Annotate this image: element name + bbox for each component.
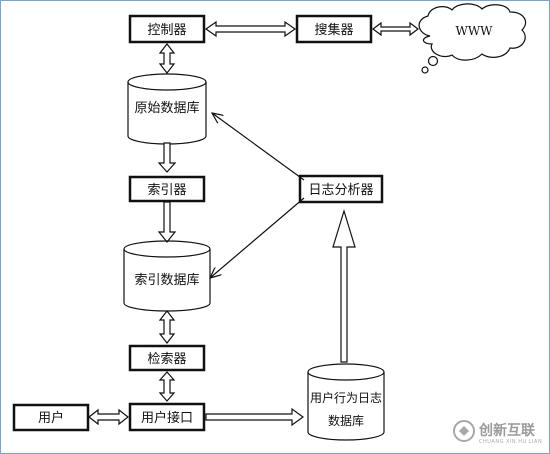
- log-analyzer-node: 日志分析器: [298, 174, 384, 204]
- watermark-logo: 创新互联 CHUANG XIN HU LIAN: [453, 420, 542, 445]
- retriever-node: 检索器: [128, 344, 206, 372]
- behavior-log-database-label-line1: 用户行为日志: [310, 390, 382, 405]
- user-node: 用户: [12, 403, 90, 432]
- loganalyzer-indexdb-arrow: [210, 197, 305, 278]
- user-interface-node: 用户接口: [128, 402, 206, 432]
- retriever-label: 检索器: [147, 352, 186, 367]
- behavior-log-database-node: 用户行为日志 数据库: [307, 363, 385, 441]
- behaviordb-loganalyzer-arrow: [332, 208, 356, 363]
- collector-node: 搜集器: [295, 14, 373, 44]
- raw-database-node: 原始数据库: [127, 73, 207, 145]
- loganalyzer-rawdb-arrow: [212, 113, 305, 181]
- log-analyzer-label: 日志分析器: [308, 183, 373, 198]
- user-userinterface-double-arrow: [88, 408, 129, 426]
- controller-rawdb-double-arrow: [158, 43, 176, 74]
- indexer-label: 索引器: [147, 183, 186, 198]
- www-cloud: WWW: [418, 3, 527, 74]
- controller-collector-double-arrow: [204, 20, 297, 38]
- watermark-text: 创新互联: [478, 422, 536, 439]
- collector-label: 搜集器: [314, 22, 353, 38]
- controller-node: 控制器: [128, 14, 206, 44]
- index-database-node: 索引数据库: [123, 240, 211, 312]
- indexdb-retriever-double-arrow: [158, 310, 176, 344]
- collector-www-double-arrow: [372, 21, 419, 37]
- watermark-subtext: CHUANG XIN HU LIAN: [479, 439, 542, 445]
- behavior-log-database-label-line2: 数据库: [328, 413, 364, 428]
- user-interface-label: 用户接口: [141, 410, 193, 426]
- retriever-userinterface-double-arrow: [158, 371, 176, 402]
- user-label: 用户: [38, 410, 64, 426]
- controller-label: 控制器: [147, 23, 186, 38]
- userinterface-behaviordb-arrow: [205, 407, 305, 427]
- rawdb-indexer-arrow: [157, 142, 177, 173]
- www-label: WWW: [455, 24, 493, 38]
- indexer-node: 索引器: [128, 175, 206, 203]
- indexer-indexdb-arrow: [157, 201, 177, 243]
- raw-database-label: 原始数据库: [134, 100, 199, 116]
- index-database-label: 索引数据库: [134, 272, 199, 288]
